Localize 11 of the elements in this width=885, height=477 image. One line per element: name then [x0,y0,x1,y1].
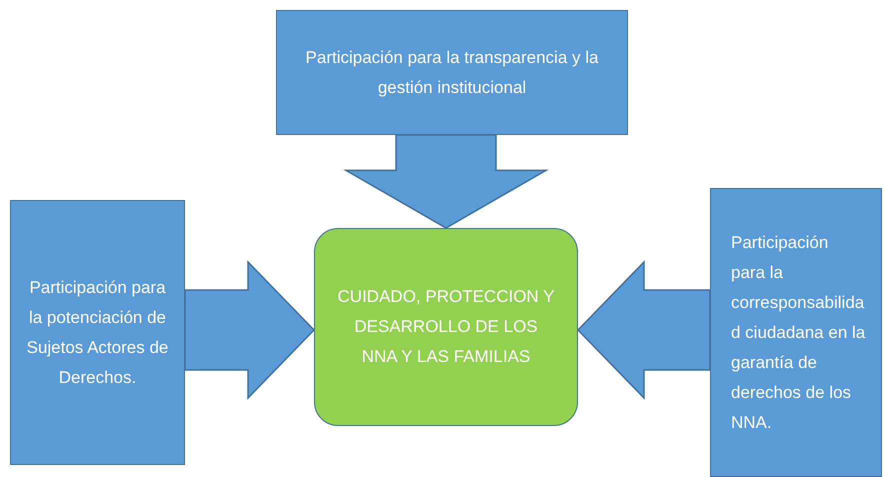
callout-box [10,200,185,465]
box-text: CUIDADO, PROTECCION Y DESARROLLO DE LOS NNA Y LAS FAMILIAS [337,286,555,368]
block-arrow [343,134,549,229]
block-arrow [184,260,316,400]
callout-box [276,10,628,135]
box-text: Participación para la corresponsabilidad ciudadana en la garantía de derechos de los NNA. [731,232,866,434]
rounded-box [314,228,578,426]
box-text: Participación para la transparencia y la gestión institucional [304,46,600,98]
block-arrow [576,260,711,400]
callout-box [710,188,882,477]
box-text: Participación para la potenciación de Sujetos Actores de Derechos. [26,276,170,388]
